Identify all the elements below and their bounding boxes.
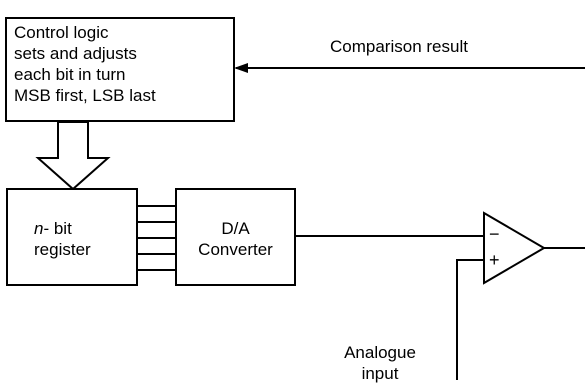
analogue-line-2: input <box>361 364 399 383</box>
control-line-1: Control logic <box>14 23 109 42</box>
control-line-3: each bit in turn <box>14 65 126 84</box>
dac-line-2: Converter <box>198 240 273 259</box>
parallel-bus <box>137 205 176 271</box>
register-box <box>6 188 138 286</box>
register-n: n <box>34 219 44 238</box>
analogue-input-line <box>456 259 484 380</box>
comparator-minus-sign: − <box>489 224 500 244</box>
analogue-line-1: Analogue <box>344 343 416 362</box>
comparator-symbol <box>483 211 546 285</box>
comparison-result-label: Comparison result <box>330 37 468 56</box>
dac-label: D/A Converter <box>176 218 295 260</box>
comparator-plus-sign: + <box>489 250 500 270</box>
control-line-2: sets and adjusts <box>14 44 137 63</box>
analogue-input-label: Analogue input <box>340 342 420 384</box>
control-logic-text: Control logic sets and adjusts each bit … <box>14 22 156 106</box>
register-label: n- bit register <box>34 218 91 260</box>
control-to-register-arrow <box>35 121 111 191</box>
register-line-1: n- bit <box>34 218 91 239</box>
control-logic-box <box>5 17 235 122</box>
dac-line-1: D/A <box>221 219 250 238</box>
register-bit: - bit <box>43 219 72 238</box>
register-line-2: register <box>34 240 91 259</box>
control-line-4: MSB first, LSB last <box>14 86 156 105</box>
